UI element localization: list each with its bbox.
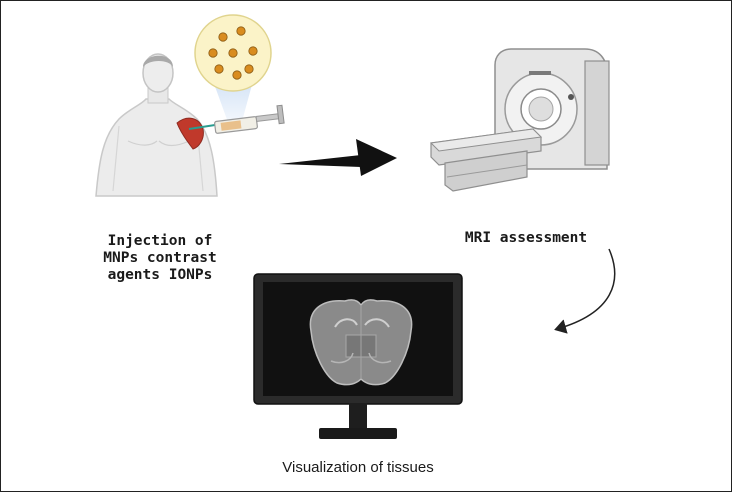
brain-slice-icon [309, 299, 413, 386]
injection-label: Injection of MNPs contrast agents IONPs [81, 233, 239, 284]
process-arrow [279, 139, 397, 176]
magnifier-beam [213, 81, 253, 125]
injection-label-line-2: MNPs contrast [103, 250, 217, 266]
injection-label-line-1: Injection of [107, 233, 213, 249]
nanoparticle-magnifier-icon [194, 14, 272, 92]
visualization-label: Visualization of tissues [282, 459, 434, 476]
shoulder-muscle [176, 117, 204, 150]
curved-arrow [554, 248, 616, 334]
mri-label: MRI assessment [464, 230, 588, 246]
syringe-icon [188, 104, 285, 134]
mri-scanner-icon [429, 48, 610, 192]
injection-label-line-3: agents IONPs [107, 267, 213, 283]
